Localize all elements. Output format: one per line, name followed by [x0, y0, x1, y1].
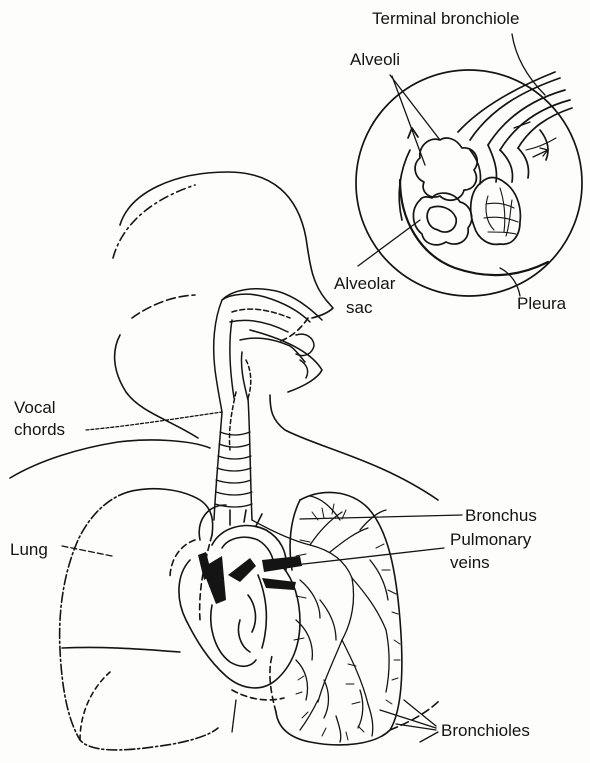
label-vocal-chords-line2: chords	[14, 420, 65, 440]
bronchial-tree	[252, 496, 400, 742]
label-bronchus: Bronchus	[465, 506, 537, 526]
label-pulmonary-veins-line2: veins	[450, 553, 490, 573]
heart-vessels-filled	[198, 552, 302, 604]
bronchioles-leaders	[380, 700, 438, 742]
left-lung	[60, 489, 218, 750]
label-pleura: Pleura	[517, 294, 566, 314]
main-leaders	[62, 412, 462, 732]
label-alveoli: Alveoli	[350, 50, 400, 70]
right-lung	[270, 492, 440, 744]
trachea	[214, 392, 252, 520]
label-pulmonary-veins-line1: Pulmonary	[450, 530, 531, 550]
label-lung: Lung	[10, 540, 48, 560]
label-alveolar-sac-line1: Alveolar	[334, 274, 395, 294]
pulmonary-veins-leader	[286, 548, 444, 566]
heart-leader	[232, 700, 236, 732]
label-terminal-bronchiole: Terminal bronchiole	[372, 9, 519, 29]
nasal-cavity	[214, 289, 322, 412]
lung-leader	[62, 546, 112, 556]
label-vocal-chords-line1: Vocal	[14, 398, 56, 418]
label-alveolar-sac-line2: sac	[346, 298, 372, 318]
alveolar-sac-leader	[358, 220, 420, 266]
body-outline	[10, 172, 438, 500]
alveoli-leader-1	[390, 75, 440, 140]
label-bronchioles: Bronchioles	[441, 721, 530, 741]
alveoli-inset	[356, 70, 582, 296]
inset-leaders	[358, 34, 545, 296]
